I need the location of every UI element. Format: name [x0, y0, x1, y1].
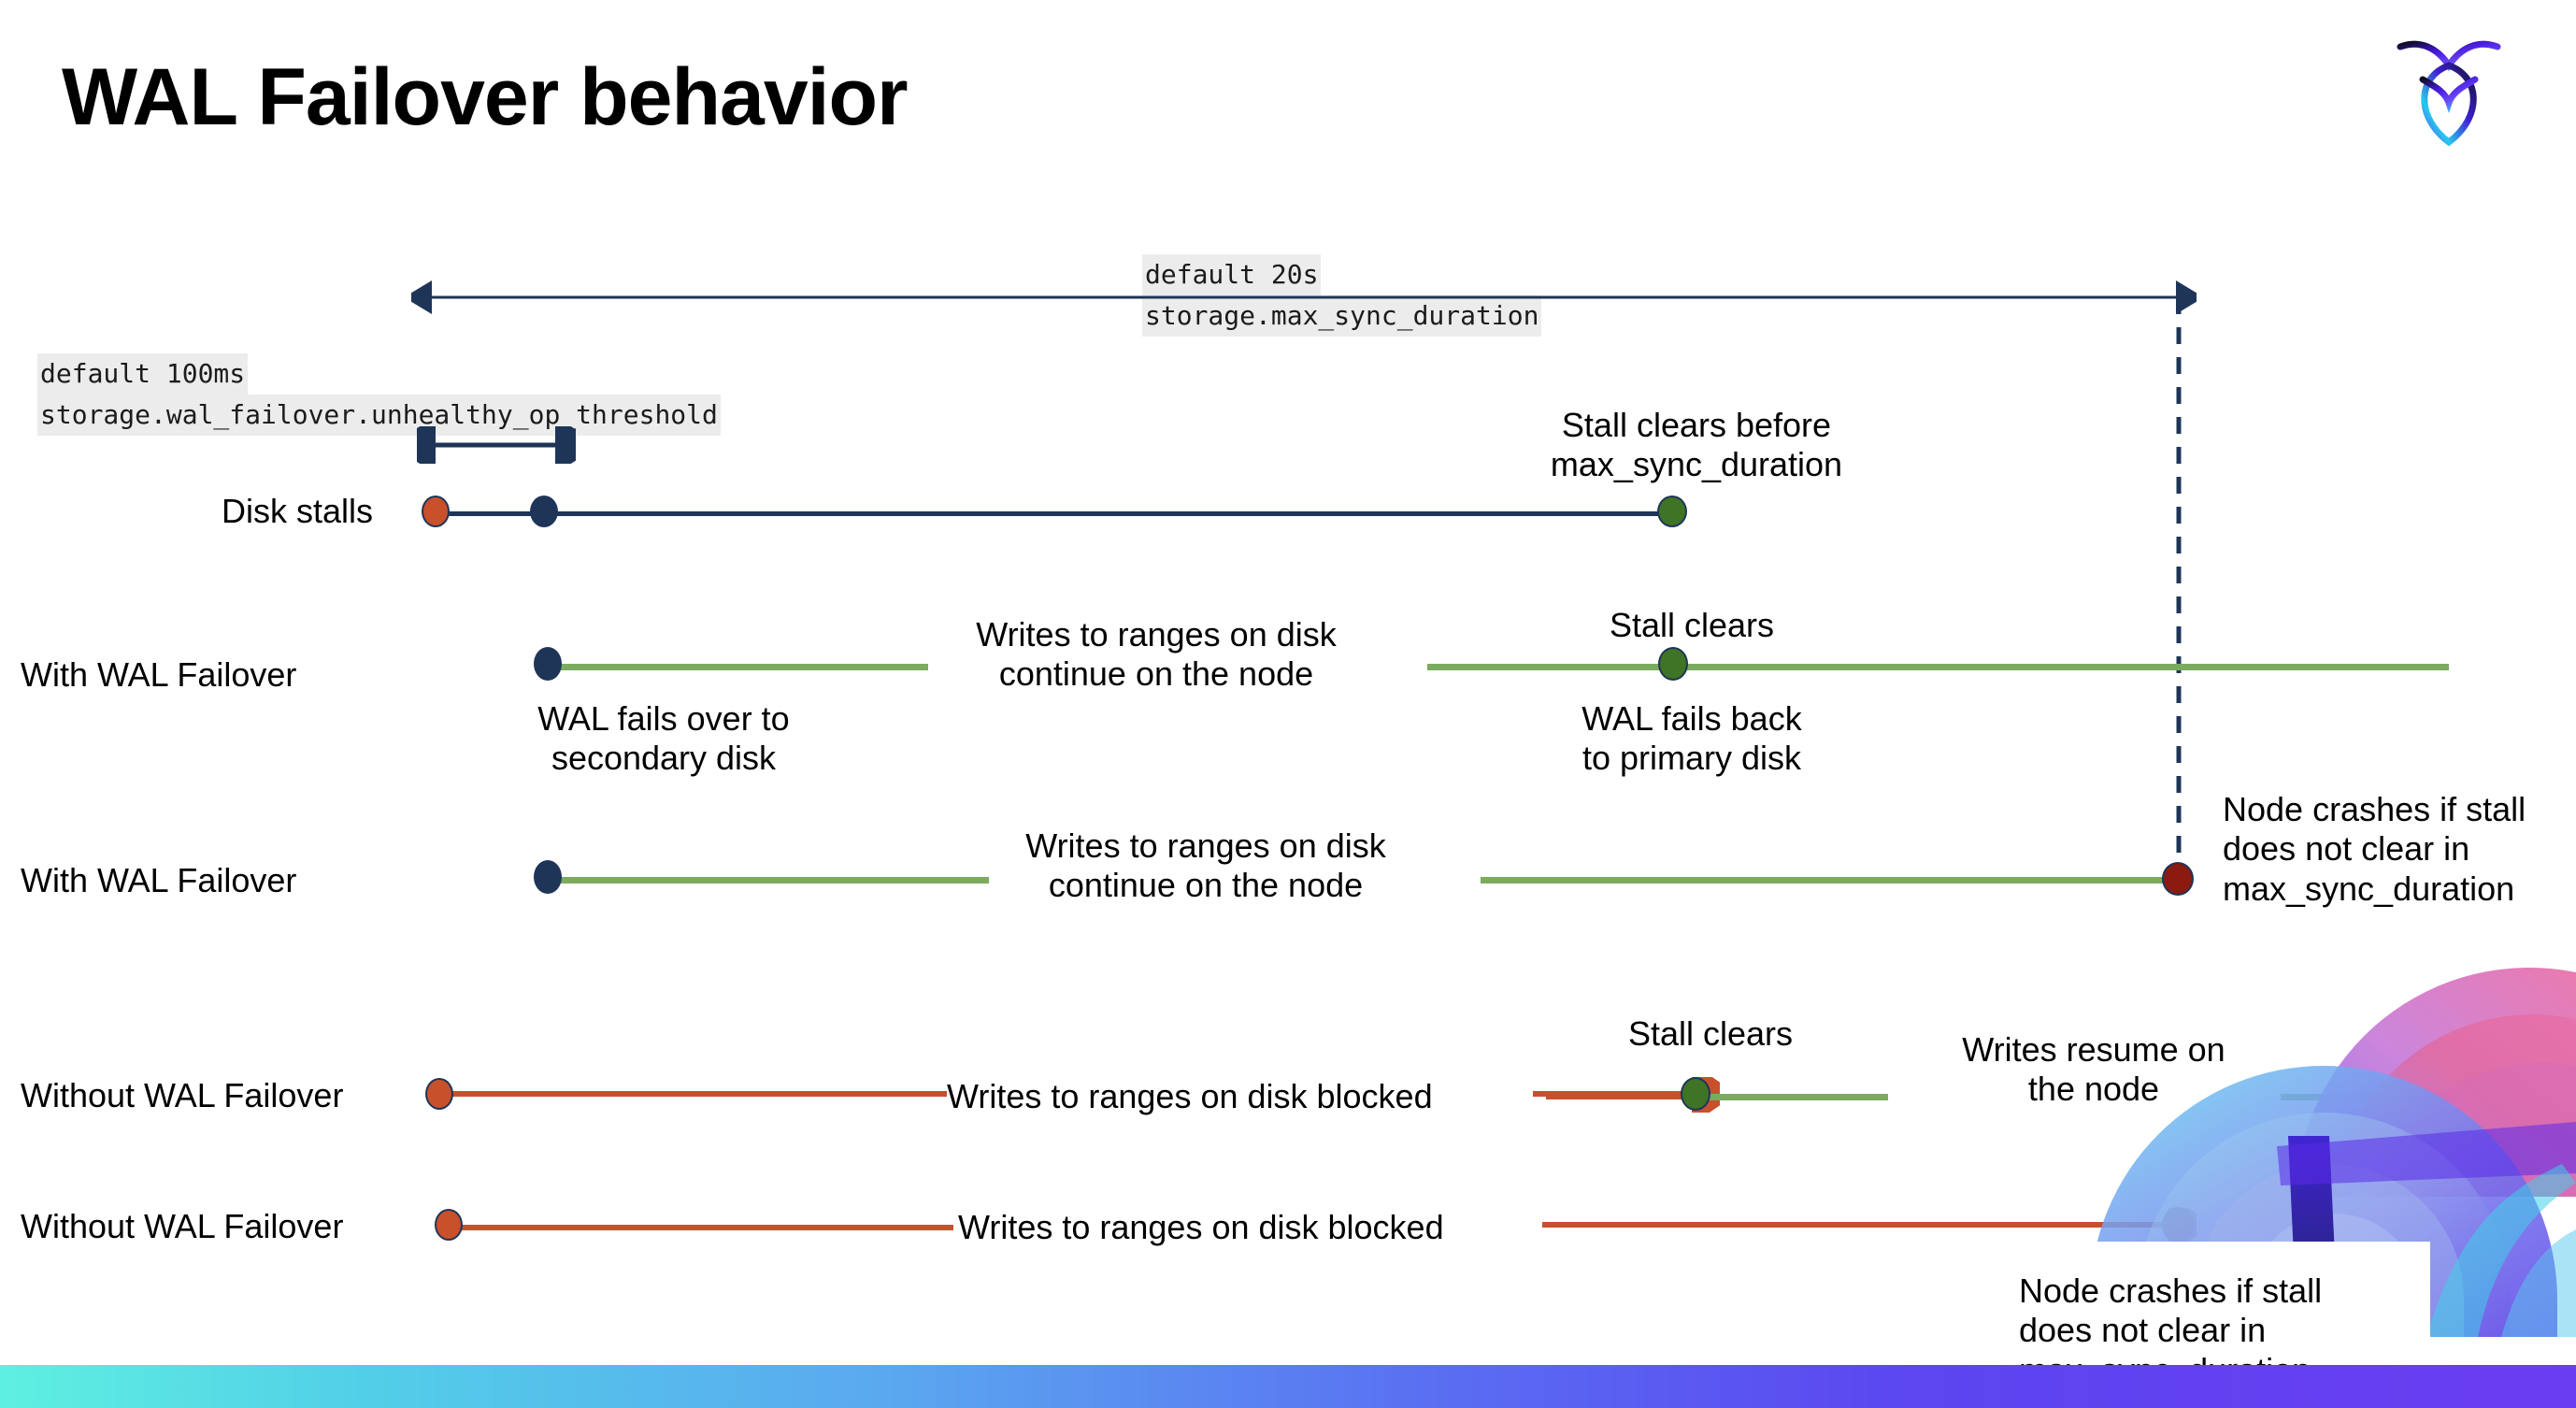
timeline-without-wal-failover-1-blocked: [441, 1091, 947, 1097]
note-writes-blocked-1: Writes to ranges on disk blocked: [947, 1077, 1433, 1115]
marker-failover-with-wal-failover-1: [534, 647, 562, 681]
callout-unhealthy-setting: storage.wal_failover.unhealthy_op_thresh…: [37, 395, 721, 436]
timeline-with-wal-failover-2-seg2: [1481, 877, 2178, 884]
row-label-without-wal-failover-2: Without WAL Failover: [21, 1207, 344, 1245]
note-stall-clears-before-max-sync: Stall clears before max_sync_duration: [1550, 406, 1843, 484]
marker-stall-clears-with-wal-failover-1: [1658, 647, 1688, 681]
row-label-with-wal-failover-2: With WAL Failover: [21, 861, 297, 899]
timeline-with-wal-failover-2-seg1: [550, 877, 989, 884]
max-sync-duration-span-arrow: [411, 280, 2197, 314]
note-writes-continue-1: Writes to ranges on disk continue on the…: [976, 615, 1337, 694]
bottom-gradient-bar: [0, 1365, 2576, 1408]
callout-unhealthy-op-threshold: default 100ms storage.wal_failover.unhea…: [37, 353, 721, 436]
timeline-without-wal-failover-1-resume-seg1: [1701, 1094, 1888, 1100]
arrowhead-stall-clears-without-1: [1533, 1077, 1720, 1113]
marker-node-crash-without-2: [2162, 1207, 2194, 1243]
note-writes-continue-2: Writes to ranges on disk continue on the…: [1025, 826, 1386, 905]
page-title: WAL Failover behavior: [62, 52, 909, 142]
note-stall-clears-2: Stall clears: [1627, 1014, 1794, 1053]
marker-stall-clears-without-1: [1681, 1077, 1710, 1111]
cockroachdb-logo-icon: [2393, 28, 2505, 150]
note-stall-clears-1: Stall clears: [1609, 606, 1775, 644]
marker-node-crash-with-wal-failover-2: [2162, 862, 2194, 896]
timeline-disk-stalls: [436, 511, 1674, 516]
row-label-without-wal-failover-1: Without WAL Failover: [21, 1076, 344, 1114]
timeline-without-wal-failover-2-seg1: [449, 1225, 953, 1230]
note-wal-fails-over: WAL fails over to secondary disk: [537, 699, 790, 778]
timeline-without-wal-failover-2-seg2: [1542, 1208, 2197, 1243]
callout-unhealthy-default: default 100ms: [37, 353, 249, 395]
marker-failover-with-wal-failover-2: [534, 860, 562, 894]
marker-stall-start-without-2: [435, 1209, 463, 1241]
row-label-with-wal-failover-1: With WAL Failover: [21, 655, 297, 694]
max-sync-duration-dashed-guide: [2176, 297, 2182, 879]
note-writes-blocked-2: Writes to ranges on disk blocked: [958, 1208, 1444, 1246]
unhealthy-op-threshold-span-arrow: [417, 426, 576, 464]
note-wal-fails-back: WAL fails back to primary disk: [1581, 699, 1802, 778]
marker-threshold-disk-stalls: [530, 496, 558, 527]
note-node-crashes-1: Node crashes if stall does not clear in …: [2223, 790, 2526, 908]
marker-stall-clears-disk-stalls: [1657, 496, 1687, 527]
timeline-with-wal-failover-1-seg2: [1427, 664, 2449, 670]
note-writes-resume: Writes resume on the node: [1962, 1030, 2225, 1109]
marker-stall-start-disk-stalls: [422, 496, 450, 527]
marker-stall-start-without-1: [425, 1078, 453, 1110]
timeline-without-wal-failover-1-resume-seg2: [2281, 1094, 2449, 1100]
row-label-disk-stalls: Disk stalls: [222, 492, 374, 530]
timeline-with-wal-failover-1-seg1: [550, 664, 928, 670]
